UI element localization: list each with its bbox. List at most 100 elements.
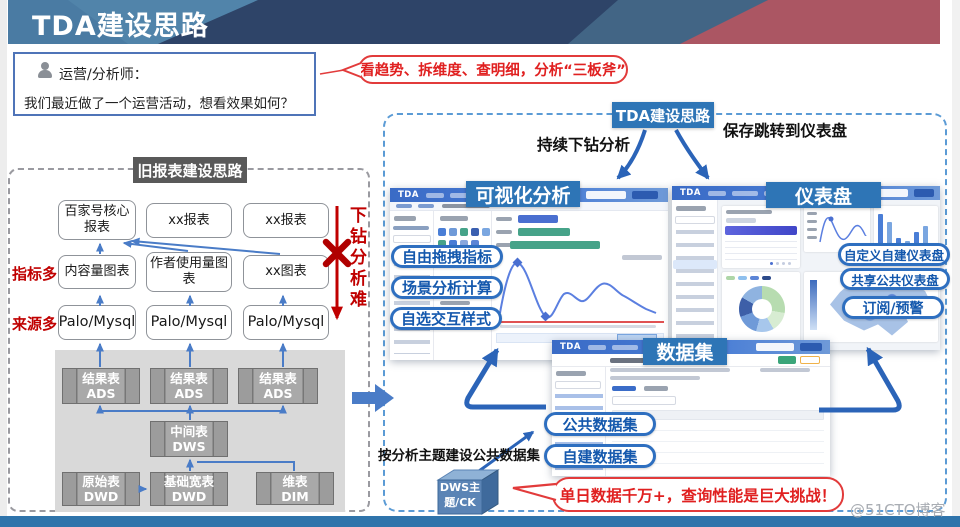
dws-line1: 中间表 [170, 424, 208, 439]
bar [914, 232, 919, 248]
ds-tab-active[interactable] [612, 386, 636, 391]
pill-interaction-style[interactable]: 自选交互样式 [390, 307, 502, 330]
legend-chip[interactable] [750, 276, 759, 280]
viz-filter-pill[interactable] [510, 241, 600, 249]
chart-type-icon[interactable] [449, 228, 457, 236]
pill-custom-dashboard[interactable]: 自定义自建仪表盘 [838, 243, 950, 266]
dwdwide-line1: 基础宽表 [163, 474, 214, 489]
bottom-bar [0, 516, 960, 527]
viz-x-axis [496, 321, 664, 323]
speaker-message: 我们最近做了一个运营活动，想看效果如何？ [24, 96, 294, 112]
slide-header: TDA建设思路 [8, 0, 940, 44]
ads2-line1: 结果表 [170, 371, 208, 386]
dwdwide-line2: DWD [171, 489, 207, 504]
dash-line-chart [819, 216, 867, 243]
dim-table: 维表 DIM [256, 472, 334, 505]
dash-table-filter[interactable] [726, 218, 756, 223]
watermark: @51CTO博客 [850, 501, 946, 519]
chart-type-icon[interactable] [460, 240, 468, 248]
ds-save-button[interactable] [778, 356, 796, 364]
dwd-wide-table: 基础宽表 DWD [150, 472, 228, 506]
viz-filter-label [496, 217, 512, 221]
viz-dimension-pill[interactable] [518, 215, 558, 223]
source-box-2: Palo/Mysql [146, 305, 232, 340]
viz-menu-item[interactable] [450, 192, 476, 198]
dash-pagination-dot[interactable] [776, 262, 779, 265]
pill-subscribe-alert[interactable]: 订阅/预警 [842, 296, 944, 319]
ads1-line1: 结果表 [82, 371, 120, 386]
dash-product-select[interactable] [870, 189, 908, 197]
ds-table-search[interactable] [612, 396, 676, 405]
dash-user-button[interactable] [914, 189, 934, 197]
dash-pagination-dot[interactable] [788, 262, 791, 265]
pill-custom-dashboard-text: 自定义自建仪表盘 [843, 248, 944, 263]
ds-tab[interactable] [644, 386, 668, 391]
dash-menu-item[interactable] [708, 190, 726, 196]
dws-topic-label: DWS主 题/CK [438, 481, 482, 511]
dash-sidebar [672, 200, 718, 350]
caption-dataset: 按分析主题建设公共数据集 [378, 448, 540, 464]
ds-info-line [760, 368, 810, 372]
legend-chip[interactable] [738, 276, 747, 280]
pill-scenario-calc[interactable]: 场景分析计算 [391, 276, 503, 299]
viz-toolbar-icons[interactable] [622, 255, 662, 260]
chart-type-icon[interactable] [449, 240, 457, 248]
viz-metric-pill[interactable] [518, 228, 570, 236]
ds-menu-item[interactable] [612, 344, 638, 350]
bar [887, 222, 892, 248]
dataset-label: 数据集 [643, 338, 727, 365]
viz-subnav-item[interactable] [418, 204, 434, 208]
viz-product-select[interactable] [586, 191, 626, 199]
chart-box-content: 内容量图表 [58, 255, 136, 289]
legend-chip[interactable] [726, 276, 735, 280]
chart-type-icon[interactable] [471, 240, 479, 248]
dash-list[interactable] [676, 230, 714, 340]
map-scale-bar [810, 280, 817, 330]
ads2-line2: ADS [174, 386, 204, 401]
y-tick [807, 212, 817, 215]
chart-type-icon[interactable] [482, 228, 490, 236]
dash-menu-item[interactable] [732, 190, 758, 196]
pill-own-dataset[interactable]: 自建数据集 [544, 444, 656, 468]
dws-topic-line2: 题/CK [444, 495, 476, 509]
viz-menu-item[interactable] [426, 192, 444, 198]
ds-menu-item[interactable] [588, 344, 606, 350]
dwdraw-line2: DWD [83, 489, 119, 504]
pill-subscribe-alert-text: 订阅/预警 [862, 300, 924, 317]
chart-type-icon[interactable] [460, 228, 468, 236]
pill-shared-dashboard[interactable]: 共享公共仪表盘 [840, 268, 950, 290]
pill-drag-metrics[interactable]: 自由拖拽指标 [391, 245, 503, 268]
dataset-screenshot: TDA [552, 340, 830, 476]
pill-public-dataset-text: 公共数据集 [562, 415, 638, 434]
speaker-role: 运营/分析师： [59, 67, 148, 83]
ds-app-logo: TDA [560, 342, 581, 352]
header-background [8, 0, 940, 44]
chart-type-icon[interactable] [471, 228, 479, 236]
viz-dataset-select[interactable] [393, 226, 429, 230]
dash-search-input[interactable] [675, 216, 715, 224]
viz-user-button[interactable] [632, 191, 658, 199]
chart-type-icon[interactable] [438, 228, 446, 236]
ds-secondary-button[interactable] [800, 356, 820, 364]
ds-search-input[interactable] [555, 381, 601, 389]
ds-user-button[interactable] [800, 343, 822, 351]
dash-pagination-dot[interactable] [782, 262, 785, 265]
ads3-line1: 结果表 [259, 371, 297, 386]
chart-type-icon[interactable] [438, 240, 446, 248]
ds-product-select[interactable] [756, 343, 794, 351]
person-icon [37, 62, 53, 78]
viz-label: 可视化分析 [466, 181, 580, 207]
ads-table-1: 结果表 ADS [62, 368, 140, 404]
chart-box-xx: xx图表 [243, 255, 329, 289]
viz-canvas [492, 211, 668, 360]
dash-pagination-dot[interactable] [770, 262, 773, 265]
legend-chip[interactable] [762, 276, 771, 280]
analyst-speech-box: 运营/分析师： 我们最近做了一个运营活动，想看效果如何？ [13, 52, 316, 116]
viz-subnav-item[interactable] [396, 204, 412, 208]
viz-search-input[interactable] [393, 235, 431, 243]
pill-own-dataset-text: 自建数据集 [562, 447, 638, 466]
dash-selected-item[interactable] [673, 260, 717, 269]
ds-info-line [610, 368, 730, 372]
pill-scenario-calc-text: 场景分析计算 [401, 279, 492, 297]
pill-public-dataset[interactable]: 公共数据集 [544, 412, 656, 436]
